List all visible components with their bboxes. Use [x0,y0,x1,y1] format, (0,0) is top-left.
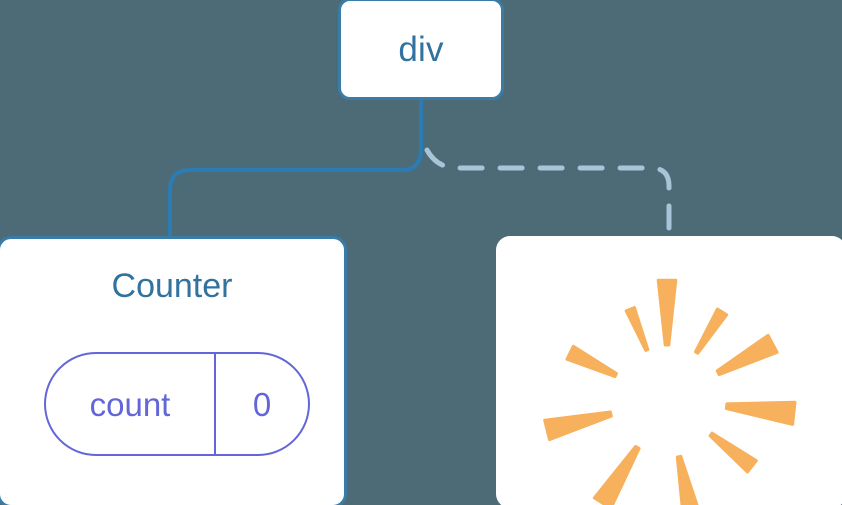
edge-div-to-sparkle [424,147,672,241]
node-counter-title: Counter [111,267,233,305]
state-pill-count[interactable]: count 0 [44,352,310,456]
node-div[interactable]: div [338,0,504,100]
sparkle-ray-7 [543,410,613,442]
sparkle-ray-3 [724,400,797,426]
state-pill-value: 0 [252,385,272,423]
sparkle-ray-0 [656,278,678,347]
state-pill-key: count [46,354,216,454]
sparkle-ray-4 [708,431,758,474]
sparkle-burst-icon [543,278,797,505]
edge-div-to-counter [168,98,423,240]
sparkle-ray-8 [565,344,618,379]
sparkle-ray-5 [675,454,699,505]
node-div-label: div [398,29,444,69]
sparkle-ray-9 [624,306,650,352]
node-sparkle[interactable] [496,236,842,505]
sparkle-ray-1 [694,307,729,355]
sparkle-ray-2 [715,333,779,377]
sparkle-ray-6 [592,444,641,505]
